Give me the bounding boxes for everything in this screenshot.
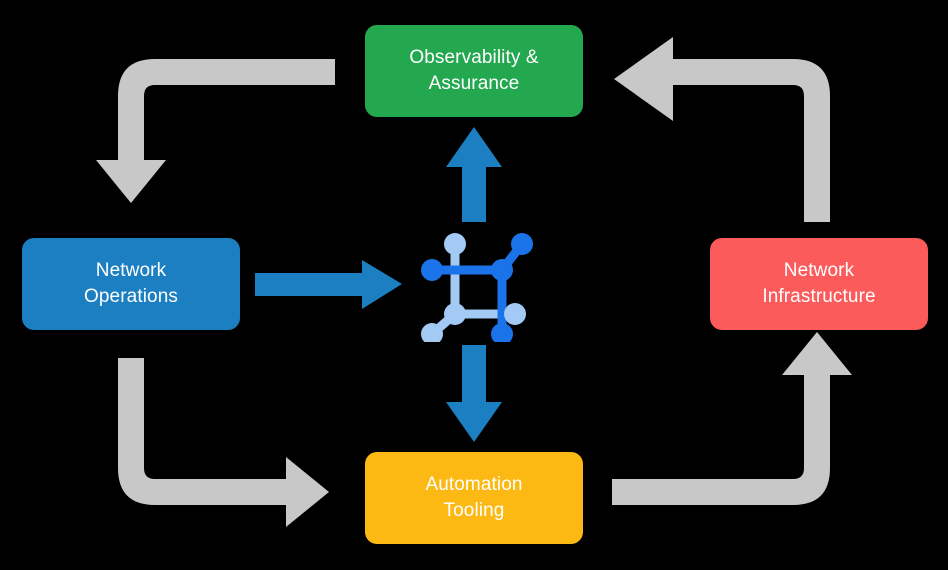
node-observability-label: Observability & Assurance: [409, 47, 539, 94]
node-network-infrastructure[interactable]: Network Infrastructure: [710, 238, 928, 330]
node-observability-assurance[interactable]: Observability & Assurance: [365, 25, 583, 117]
node-automation-tooling[interactable]: Automation Tooling: [365, 452, 583, 544]
arrow-operations-to-automation: [118, 358, 329, 527]
arrow-operations-to-center: [255, 260, 402, 309]
icon-nodes: [421, 233, 533, 342]
arrow-center-to-observability: [446, 127, 502, 222]
network-topology-icon: [421, 233, 533, 342]
node-automation-label: Automation Tooling: [425, 474, 523, 521]
node-network-operations[interactable]: Network Operations: [22, 238, 240, 330]
node-operations-label: Network Operations: [84, 260, 178, 307]
arrow-infrastructure-to-observability: [614, 37, 830, 222]
arrow-center-to-automation: [446, 345, 502, 442]
node-infrastructure-label: Network Infrastructure: [762, 260, 876, 307]
arrow-observability-to-operations: [96, 59, 335, 203]
arrow-automation-to-infrastructure: [612, 332, 852, 505]
